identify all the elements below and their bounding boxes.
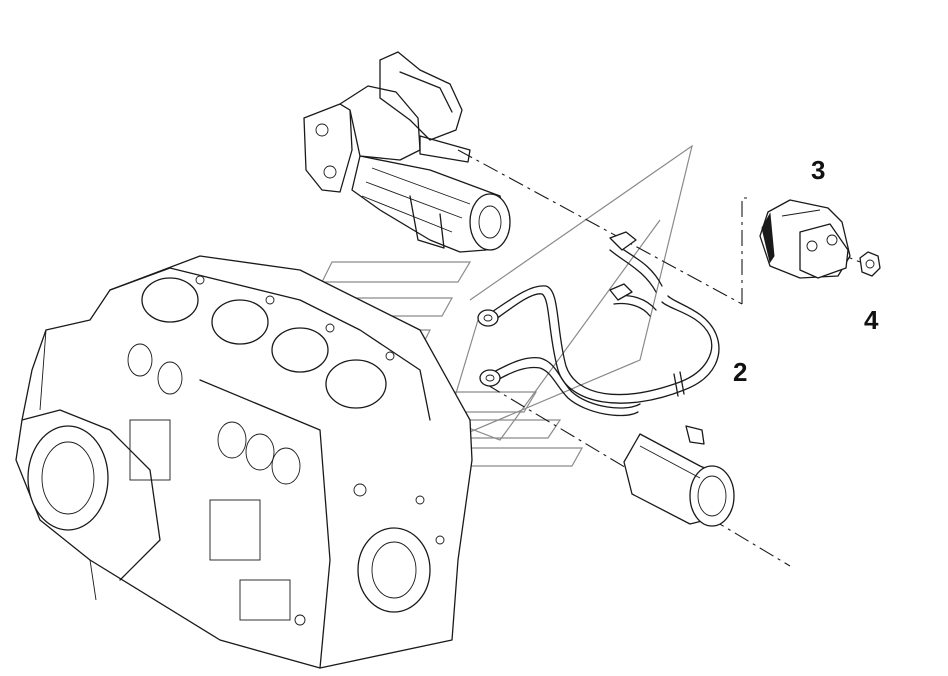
callout-4: 4 <box>864 305 879 335</box>
relay-component <box>759 199 851 279</box>
engine-block <box>15 255 473 669</box>
callout-2: 2 <box>733 357 748 387</box>
starter-motor <box>303 51 511 253</box>
callout-3: 3 <box>811 155 826 185</box>
cable-harness <box>477 231 720 417</box>
cylinder-component <box>623 425 735 527</box>
hex-nut <box>859 251 881 277</box>
